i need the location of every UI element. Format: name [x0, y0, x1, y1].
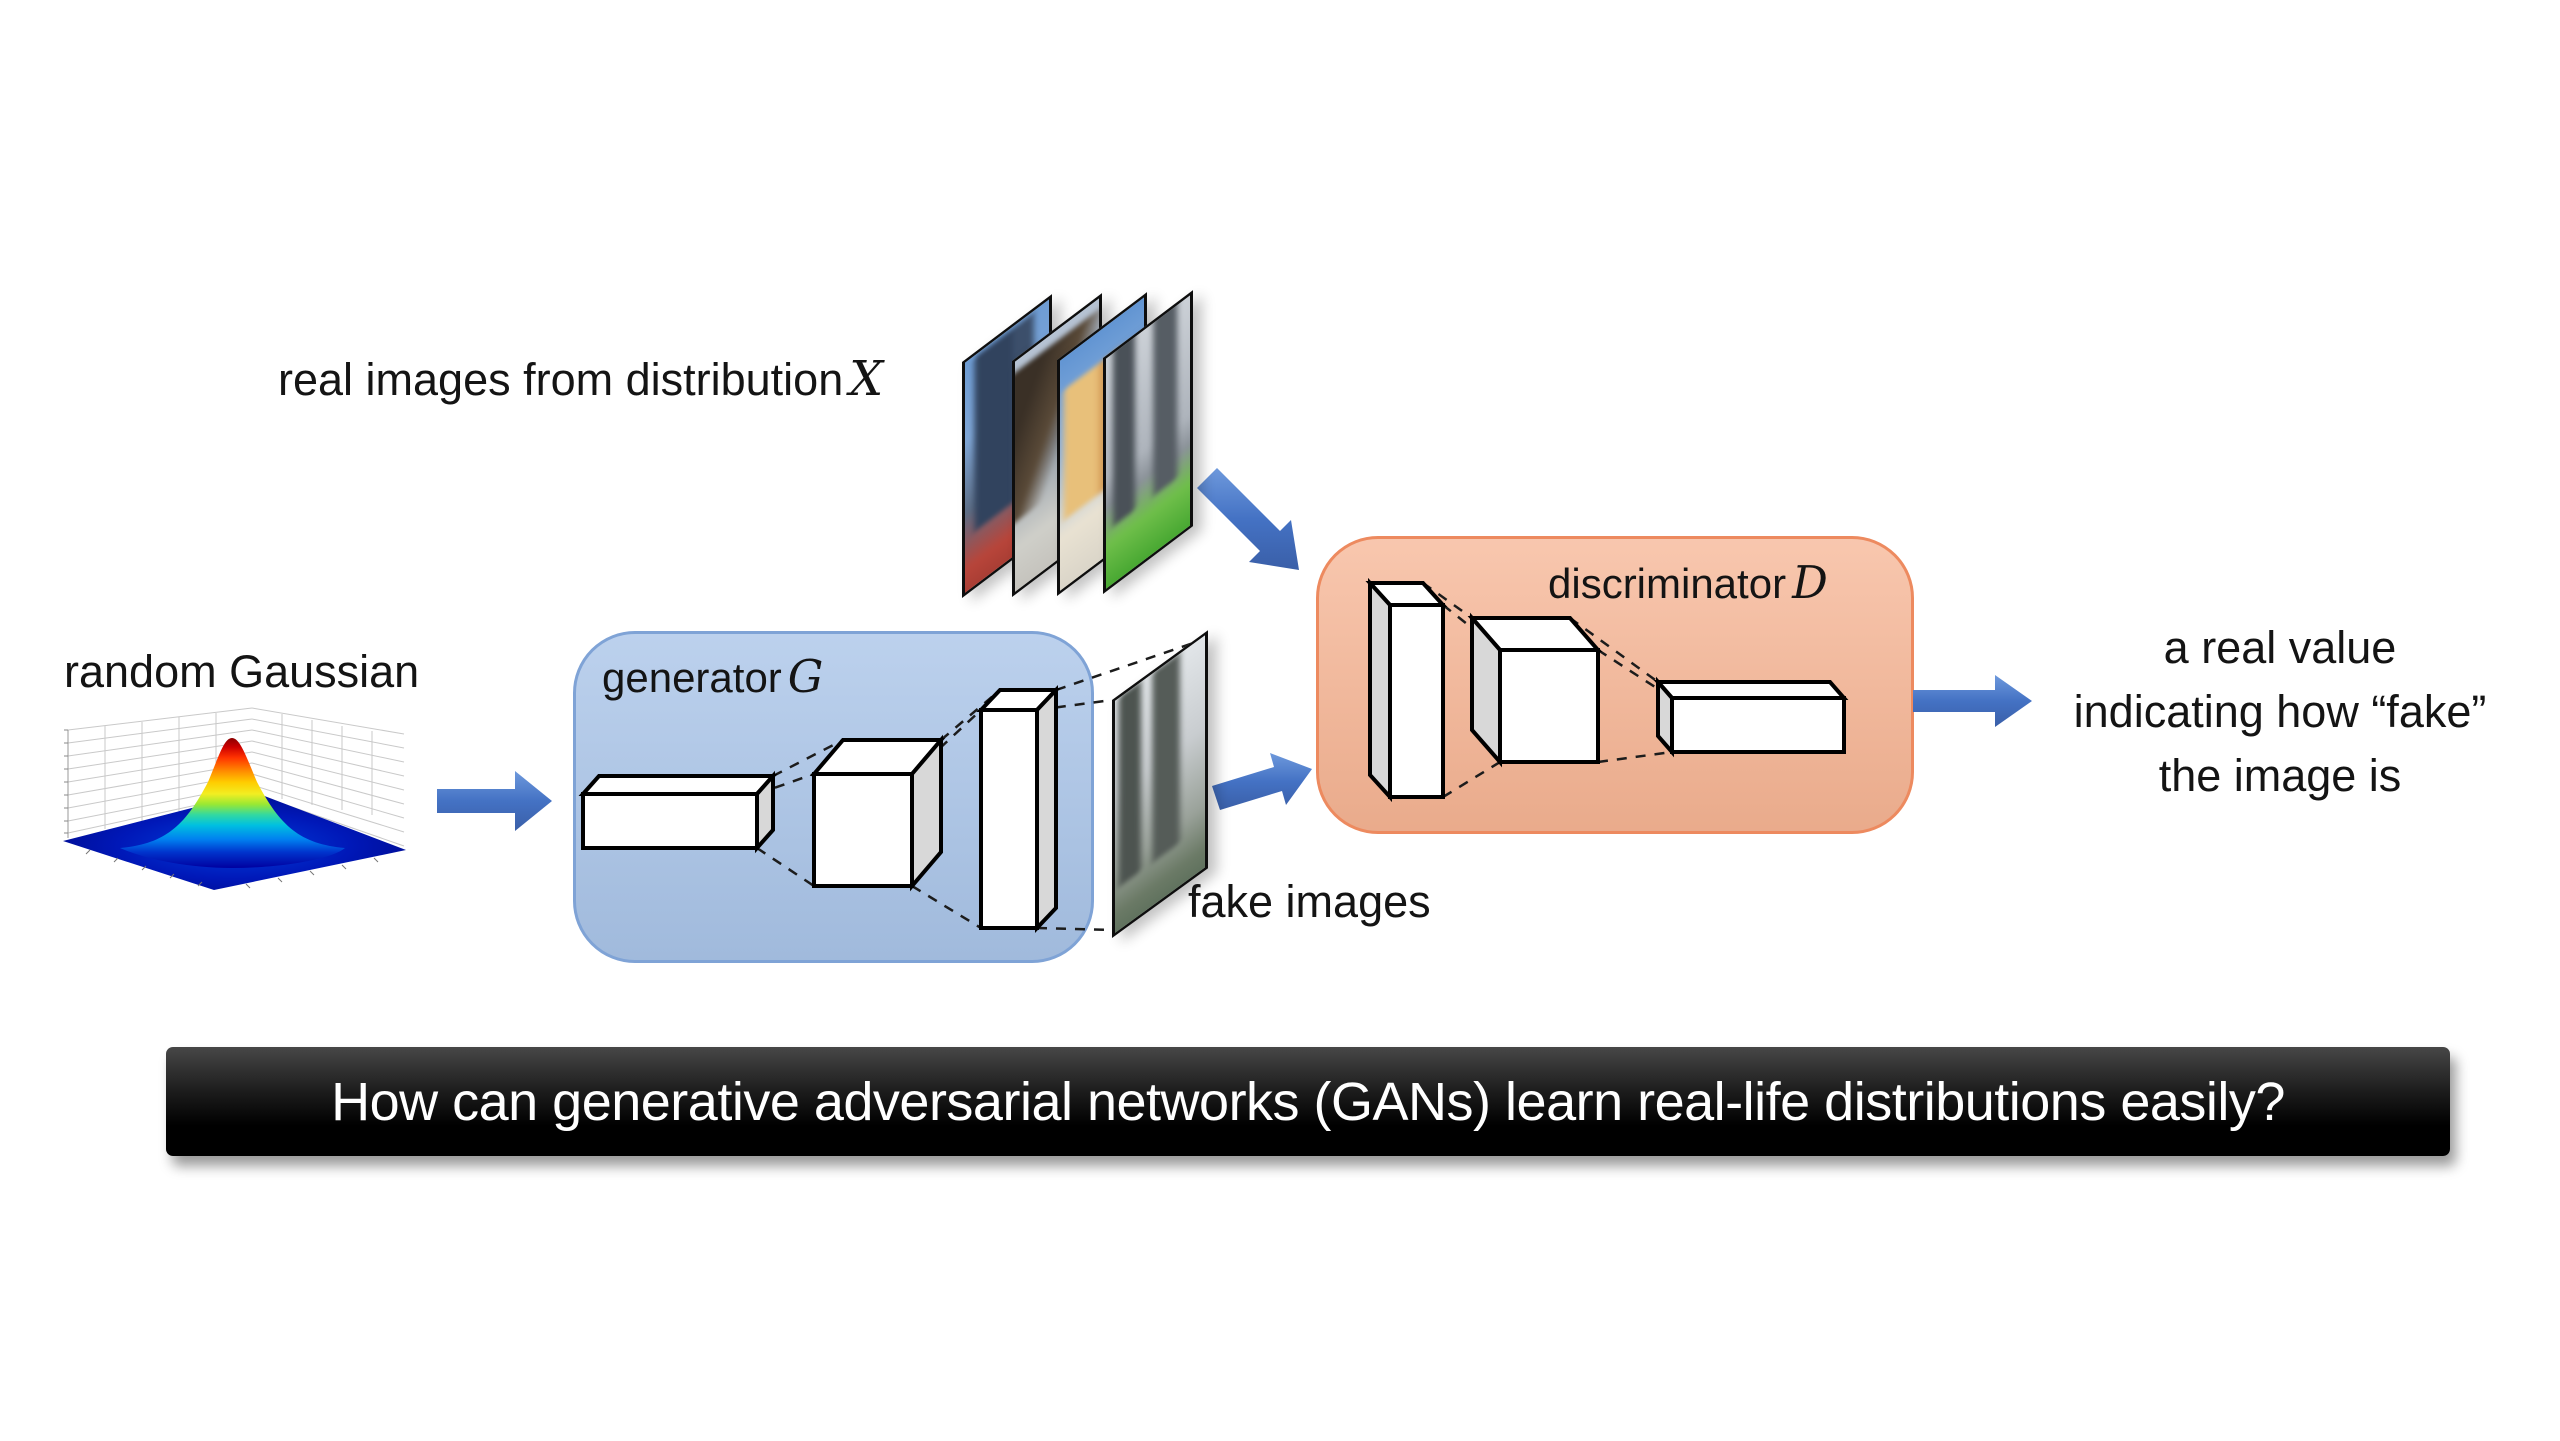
output-line-2: indicating how “fake” [2073, 686, 2487, 737]
discriminator-conv-box-2 [1467, 612, 1603, 768]
question-banner: How can generative adversarial networks … [166, 1047, 2450, 1156]
discriminator-output-text: a real value indicating how “fake” the i… [2040, 616, 2520, 808]
output-line-1: a real value [2163, 622, 2397, 673]
discriminator-symbol: D [1792, 558, 1828, 609]
arrow-down-right-icon [1197, 468, 1299, 570]
generator-text: generator [602, 654, 782, 701]
generator-conv-boxes [578, 684, 1061, 934]
gaussian-bell [120, 738, 345, 868]
arrow-right-icon [1913, 675, 2032, 727]
question-text: How can generative adversarial networks … [331, 1071, 2285, 1132]
plot-front-ticks [85, 849, 379, 889]
generator-conv-box-2 [809, 734, 946, 892]
distribution-symbol: X [849, 352, 884, 407]
gaussian-surface-plot [63, 707, 406, 890]
generator-conv-box-3 [976, 684, 1061, 934]
output-line-3: the image is [2158, 750, 2402, 801]
discriminator-text: discriminator [1548, 560, 1787, 607]
discriminator-conv-boxes [1365, 577, 1849, 803]
generator-conv-box-1 [578, 770, 778, 854]
discriminator-conv-box-1 [1365, 577, 1448, 803]
arrow-right-icon [437, 771, 552, 831]
discriminator-conv-box-3 [1653, 676, 1849, 758]
generator-symbol: G [787, 652, 824, 703]
plot-grid-walls [64, 707, 405, 847]
arrow-up-right-icon [1212, 753, 1312, 810]
fake-images-label: fake images [1188, 876, 1431, 927]
real-images-text: real images from distribution [278, 354, 844, 405]
random-gaussian-label: random Gaussian [64, 646, 420, 697]
